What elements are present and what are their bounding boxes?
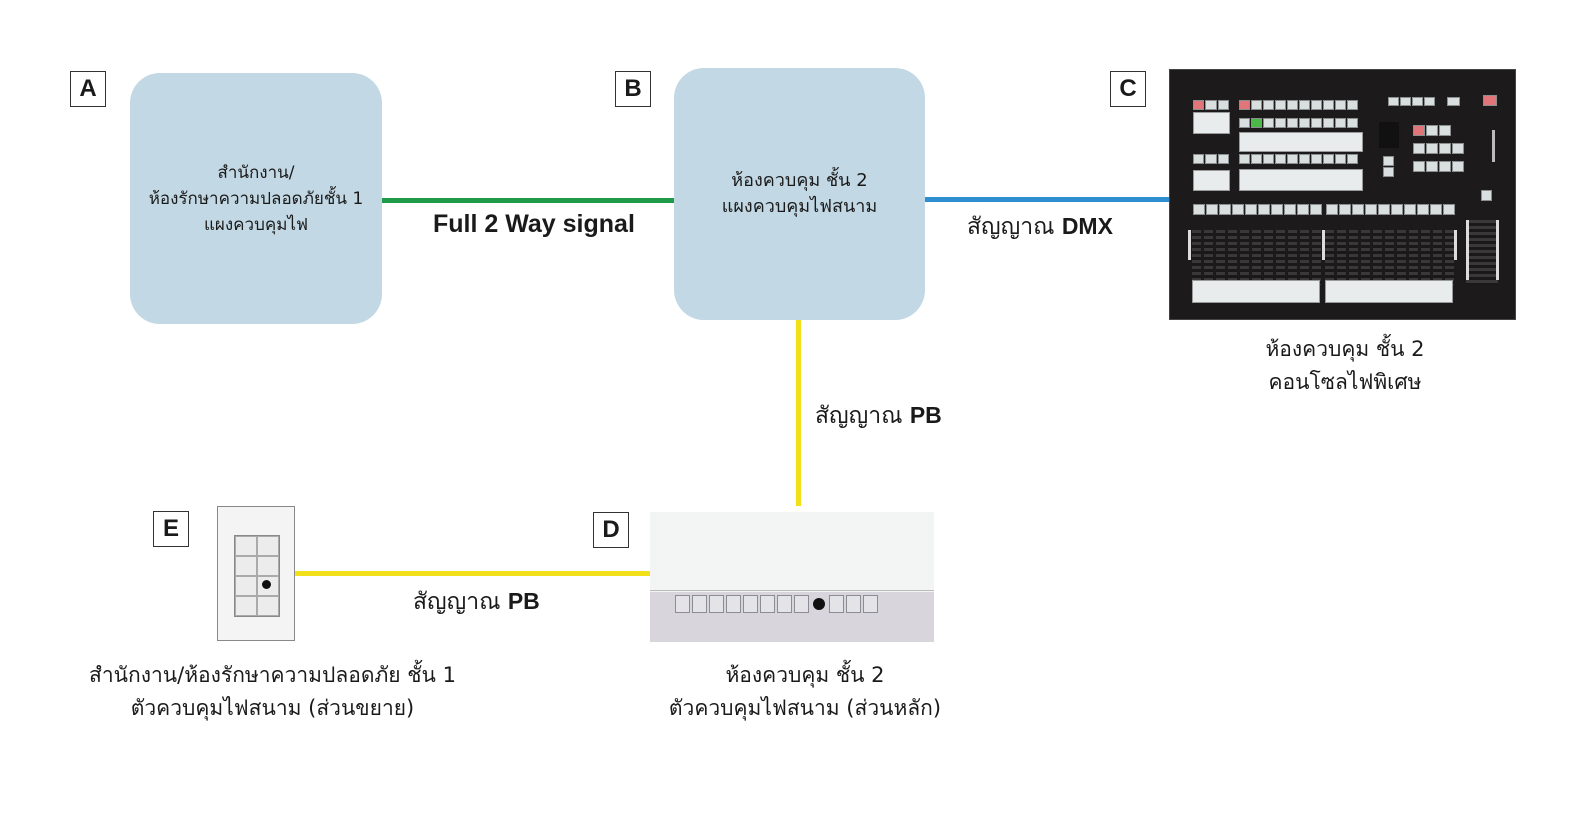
node-b-line-1: ห้องควบคุม ชั้น 2 [731, 170, 868, 191]
node-d-caption-line-2: ตัวควบคุมไฟสนาม (ส่วนหลัก) [668, 696, 942, 720]
field-controller-main-image [650, 512, 934, 642]
node-d-caption: ห้องควบคุม ชั้น 2 ตัวควบคุมไฟสนาม (ส่วนห… [630, 659, 980, 725]
node-b-line-2: แผงควบคุมไฟสนาม [721, 196, 878, 217]
node-a-line-2: ห้องรักษาความปลอดภัยชั้น 1 [148, 188, 364, 209]
node-e-letter: E [153, 511, 189, 547]
node-d-letter: D [593, 512, 629, 548]
link-a-b-label: Full 2 Way signal [433, 210, 635, 238]
node-a: สำนักงาน/ ห้องรักษาความปลอดภัยชั้น 1 แผง… [130, 73, 382, 324]
node-a-line-3: แผงควบคุมไฟ [203, 214, 309, 235]
node-c-letter: C [1110, 71, 1146, 107]
field-controller-extension-image [217, 506, 295, 641]
link-a-b-line [382, 198, 674, 203]
link-b-d-suffix: PB [909, 402, 942, 428]
node-e-caption: สำนักงาน/ห้องรักษาความปลอดภัย ชั้น 1 ตัว… [40, 659, 505, 725]
node-e-caption-line-2: ตัวควบคุมไฟสนาม (ส่วนขยาย) [130, 696, 415, 720]
link-b-d-label: สัญญาณ PB [815, 398, 942, 434]
link-b-c-suffix: DMX [1061, 213, 1113, 239]
node-c-caption-line-2: คอนโซลไฟพิเศษ [1268, 370, 1422, 394]
link-d-e-suffix: PB [507, 588, 540, 614]
link-b-d-line [796, 320, 801, 506]
node-a-letter: A [70, 71, 106, 107]
node-b-letter: B [615, 71, 651, 107]
node-b: ห้องควบคุม ชั้น 2 แผงควบคุมไฟสนาม [674, 68, 925, 320]
link-d-e-label: สัญญาณ PB [413, 584, 540, 620]
link-b-c-line [924, 197, 1170, 202]
link-d-e-prefix: สัญญาณ [413, 589, 501, 615]
node-c-caption: ห้องควบคุม ชั้น 2 คอนโซลไฟพิเศษ [1200, 333, 1490, 399]
link-b-c-prefix: สัญญาณ [967, 214, 1055, 240]
node-c-caption-line-1: ห้องควบคุม ชั้น 2 [1265, 337, 1425, 361]
node-d-caption-line-1: ห้องควบคุม ชั้น 2 [725, 663, 885, 687]
lighting-console-image [1169, 69, 1516, 320]
link-d-e-line [295, 571, 651, 576]
link-b-d-prefix: สัญญาณ [815, 403, 903, 429]
node-a-line-1: สำนักงาน/ [217, 162, 295, 183]
link-b-c-label: สัญญาณ DMX [967, 209, 1113, 245]
node-e-caption-line-1: สำนักงาน/ห้องรักษาความปลอดภัย ชั้น 1 [89, 663, 456, 687]
